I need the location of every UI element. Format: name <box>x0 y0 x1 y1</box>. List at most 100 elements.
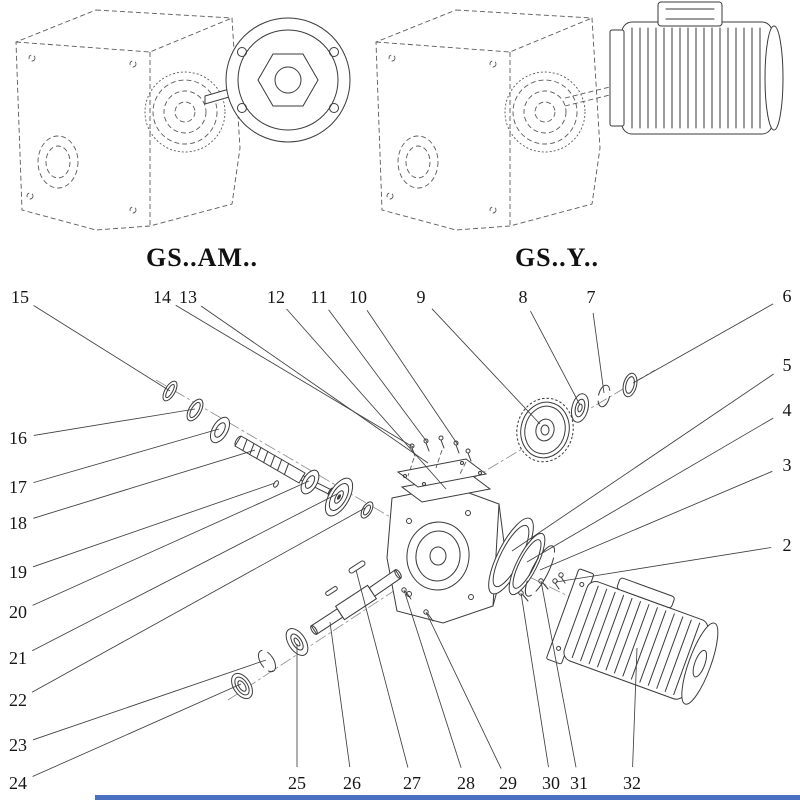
input-bearing <box>209 416 231 444</box>
callout-16: 16 <box>9 408 196 448</box>
callout-leader-line <box>32 482 276 568</box>
callout-leader-line <box>425 611 502 769</box>
callout-number: 8 <box>519 287 528 307</box>
terminal-box <box>657 1 723 27</box>
exploded-view-drawing <box>155 369 719 705</box>
callout-3: 3 <box>539 455 792 571</box>
callout-leader-line <box>33 408 196 436</box>
callout-leader-line <box>403 589 462 768</box>
callout-number: 16 <box>9 428 27 448</box>
callout-number: 32 <box>623 773 641 793</box>
callout-number: 13 <box>179 287 197 307</box>
callout-10: 10 <box>349 287 459 446</box>
callout-number: 3 <box>783 455 792 475</box>
input-retaining-ring <box>186 398 204 422</box>
dowel-pin <box>273 480 279 488</box>
gear-bearing <box>570 393 590 423</box>
mounting-flange-drawing <box>225 17 351 143</box>
callout-number: 6 <box>783 286 792 306</box>
callout-leader-line <box>200 305 429 464</box>
callout-number: 30 <box>542 773 560 793</box>
callout-number: 24 <box>9 773 27 793</box>
callout-30: 30 <box>520 592 560 793</box>
shim-ring <box>622 372 638 398</box>
callout-leader-line <box>32 493 338 652</box>
callout-leader-line <box>520 592 549 768</box>
callout-number: 23 <box>9 735 27 755</box>
callout-23: 23 <box>9 659 267 755</box>
callout-leader-line <box>526 417 774 563</box>
callout-7: 7 <box>587 287 605 394</box>
callout-leader-line <box>592 312 605 394</box>
callout-leader-line <box>539 470 773 571</box>
callout-17: 17 <box>9 428 220 497</box>
callout-number: 21 <box>9 648 27 668</box>
callout-leader-line <box>540 580 577 768</box>
fan-cover-end <box>764 25 784 131</box>
callout-9: 9 <box>417 287 541 425</box>
callout-13: 13 <box>179 287 429 464</box>
callout-leader-line <box>33 449 256 519</box>
callout-leader-line <box>366 310 459 446</box>
callout-27: 27 <box>355 569 421 793</box>
callout-20: 20 <box>9 480 310 622</box>
callout-8: 8 <box>519 287 581 406</box>
callout-5: 5 <box>511 355 792 552</box>
callout-number: 2 <box>783 535 792 555</box>
callout-21: 21 <box>9 493 338 668</box>
callout-leader-line <box>33 428 220 484</box>
callout-leader-line <box>32 480 310 606</box>
callout-leader-line <box>32 659 267 741</box>
callout-2: 2 <box>555 535 792 583</box>
callout-29: 29 <box>425 611 517 793</box>
callout-28: 28 <box>403 589 475 793</box>
callout-number: 19 <box>9 562 27 582</box>
worm-wheel-disc <box>324 477 354 517</box>
callout-number: 26 <box>343 773 361 793</box>
callout-number: 27 <box>403 773 421 793</box>
footer-accent-bar <box>95 795 800 800</box>
callout-number: 18 <box>9 513 27 533</box>
callout-number: 9 <box>417 287 426 307</box>
callout-leader-line <box>175 304 414 448</box>
output-bearing <box>285 628 309 656</box>
callout-number: 31 <box>570 773 588 793</box>
callout-15: 15 <box>11 287 171 392</box>
callout-number: 5 <box>783 355 792 375</box>
gear-housing-drawing <box>386 485 507 624</box>
callout-19: 19 <box>9 482 276 582</box>
shaft-key-small <box>325 586 338 596</box>
circlip <box>597 384 611 408</box>
output-shaft-drawing <box>310 569 402 635</box>
shaft-key <box>348 560 366 574</box>
callout-31: 31 <box>540 580 588 793</box>
callout-leader-line <box>33 305 171 392</box>
callout-12: 12 <box>267 287 447 490</box>
callout-number: 14 <box>153 287 171 307</box>
callout-26: 26 <box>329 621 361 793</box>
callout-number: 10 <box>349 287 367 307</box>
callout-leader-line <box>355 569 409 768</box>
callout-number: 11 <box>310 287 327 307</box>
callout-leader-line <box>328 309 428 443</box>
callout-number: 15 <box>11 287 29 307</box>
flange-rings-drawing <box>488 517 566 597</box>
variant-label-gsy: GS..Y.. <box>514 243 600 272</box>
variant-label-gsam: GS..AM.. <box>146 243 258 272</box>
callout-leader-line <box>286 308 447 490</box>
worm-shaft-drawing <box>234 435 335 497</box>
cover-screws-drawing <box>407 435 472 477</box>
callout-number: 25 <box>288 773 306 793</box>
callout-25: 25 <box>288 644 306 793</box>
callout-leader-line <box>511 373 774 552</box>
callout-number: 7 <box>587 287 596 307</box>
callout-number: 12 <box>267 287 285 307</box>
spacer-washer <box>360 501 374 519</box>
callout-number: 28 <box>457 773 475 793</box>
motor-drawing <box>546 568 719 705</box>
callout-11: 11 <box>310 287 428 443</box>
callout-leader-line <box>530 311 581 406</box>
